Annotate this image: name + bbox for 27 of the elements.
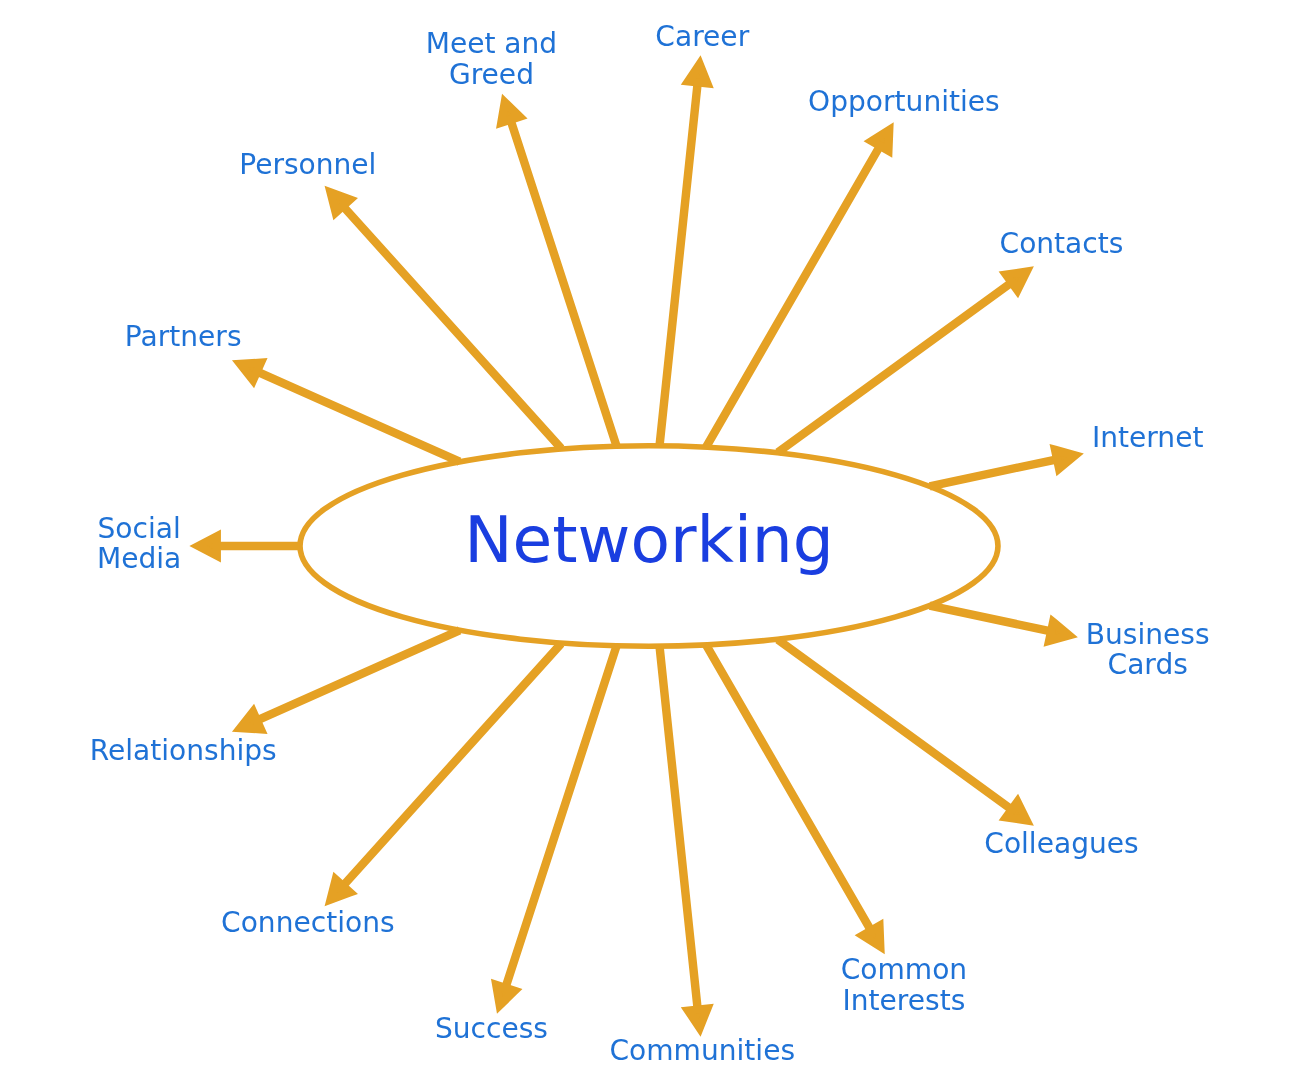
node-text: Partners xyxy=(124,319,242,353)
arrow xyxy=(775,266,1034,456)
node-text: Career xyxy=(655,19,750,53)
arrow xyxy=(928,443,1084,491)
node-text: Colleagues xyxy=(984,826,1139,860)
arrow xyxy=(189,529,300,563)
arrow xyxy=(490,645,621,1014)
node-text: Personnel xyxy=(239,148,377,182)
arrow xyxy=(775,636,1034,826)
arrow xyxy=(655,55,714,446)
arrow xyxy=(928,601,1078,647)
arrow xyxy=(655,646,714,1037)
arrow xyxy=(231,358,462,466)
node-text: Social Media xyxy=(96,511,182,576)
node-text: Opportunities xyxy=(808,85,1000,119)
node-text: Internet xyxy=(1091,421,1204,455)
node-text: Business Cards xyxy=(1085,617,1210,682)
node-text: Success xyxy=(434,1011,548,1045)
node-text: Meet and Greed xyxy=(425,26,558,91)
arrow xyxy=(231,626,462,734)
node-text: Common Interests xyxy=(840,953,968,1018)
node-text: Relationships xyxy=(89,734,277,768)
node-ellipse: Networking xyxy=(297,442,1001,650)
arrow xyxy=(496,93,621,447)
node-text: Connections xyxy=(221,905,395,939)
node-text: Communities xyxy=(609,1034,796,1068)
node-text: Contacts xyxy=(999,227,1124,261)
